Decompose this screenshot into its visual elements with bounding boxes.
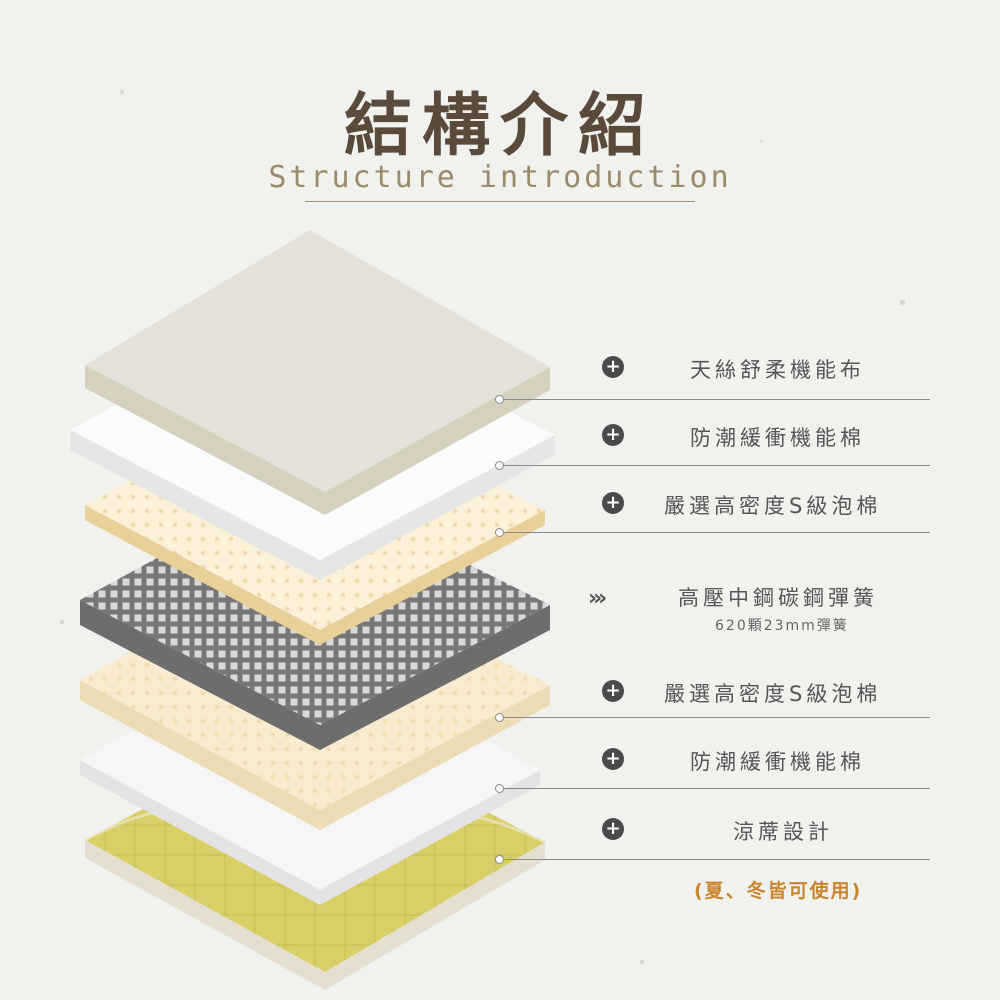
background-speck [640, 960, 644, 964]
background-speck [760, 140, 763, 143]
layer-label: 嚴選高密度S級泡棉 [664, 682, 882, 706]
layer-tencel-fabric [85, 230, 550, 515]
leader-line [503, 788, 930, 789]
page-subtitle: Structure introduction [268, 160, 732, 195]
page-title: 結構介紹 [343, 86, 656, 166]
plus-icon: + [602, 424, 624, 446]
background-speck [120, 90, 124, 94]
leader-line [503, 717, 930, 718]
layer-label: 高壓中鋼碳鋼彈簧 [678, 586, 878, 610]
layer-label: 天絲舒柔機能布 [690, 358, 865, 382]
plus-icon: + [602, 680, 624, 702]
usage-note: (夏、冬皆可使用) [694, 880, 863, 902]
layer-label: 防潮緩衝機能棉 [690, 426, 865, 450]
subtitle-underline [305, 201, 695, 202]
chevron-right-icon: ››› [588, 586, 607, 611]
layer-note: 620顆23mm彈簧 [715, 618, 849, 634]
layer-label: 防潮緩衝機能棉 [690, 750, 865, 774]
plus-icon: + [602, 748, 624, 770]
background-speck [60, 620, 64, 624]
leader-line [503, 532, 930, 533]
plus-icon: + [602, 356, 624, 378]
leader-line [503, 859, 930, 860]
layer-label: 嚴選高密度S級泡棉 [664, 494, 882, 518]
leader-line [503, 399, 930, 400]
plus-icon: + [602, 818, 624, 840]
layer-label: 涼蓆設計 [733, 820, 833, 844]
background-speck [900, 300, 905, 305]
leader-line [503, 465, 930, 466]
plus-icon: + [602, 492, 624, 514]
